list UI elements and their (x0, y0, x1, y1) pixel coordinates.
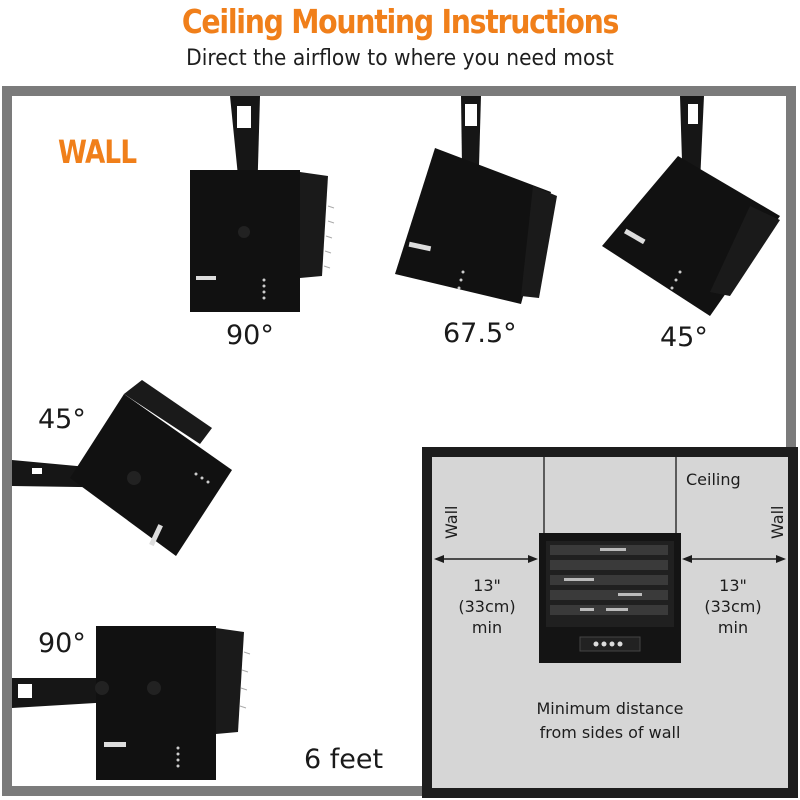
heater-ceiling-67-illustration (393, 96, 573, 316)
page-title: Ceiling Mounting Instructions (181, 2, 620, 41)
left-wall-label: Wall (442, 505, 461, 540)
clearance-inset-panel: Ceiling Wall Wall 13" (33cm) min 13" (33… (432, 457, 788, 788)
left-clearance-inches: 13" (473, 576, 501, 595)
angle-label-ceiling-90: 90° (226, 320, 274, 351)
angle-label-ceiling-67: 67.5° (443, 318, 517, 349)
ceiling-label: Ceiling (686, 470, 741, 489)
caption-line-1: Minimum distance (536, 699, 684, 718)
page-subtitle: Direct the airflow to where you need mos… (186, 46, 614, 71)
height-label: 6 feet (304, 744, 384, 775)
left-clearance-qualifier: min (471, 618, 503, 637)
angle-label-wall-90: 90° (38, 628, 86, 659)
wall-label: WALL (58, 133, 137, 171)
right-clearance: 13" (33cm) min (698, 575, 768, 638)
heater-wall-45-illustration (12, 378, 242, 563)
clearance-diagram-graphics (434, 457, 786, 663)
right-clearance-cm: (33cm) (704, 597, 762, 616)
heater-ceiling-90-illustration (188, 96, 338, 316)
clearance-caption: Minimum distance from sides of wall (510, 697, 710, 745)
clearance-inset: Ceiling Wall Wall 13" (33cm) min 13" (33… (422, 447, 798, 798)
right-wall-label: Wall (768, 505, 787, 540)
heater-ceiling-45-illustration (600, 96, 785, 316)
left-clearance-cm: (33cm) (458, 597, 516, 616)
angle-label-wall-45: 45° (38, 404, 86, 435)
angle-label-ceiling-45: 45° (660, 322, 708, 353)
caption-line-2: from sides of wall (539, 723, 681, 742)
left-clearance: 13" (33cm) min (452, 575, 522, 638)
right-clearance-qualifier: min (717, 618, 749, 637)
right-clearance-inches: 13" (719, 576, 747, 595)
heater-wall-90-illustration (12, 622, 252, 782)
